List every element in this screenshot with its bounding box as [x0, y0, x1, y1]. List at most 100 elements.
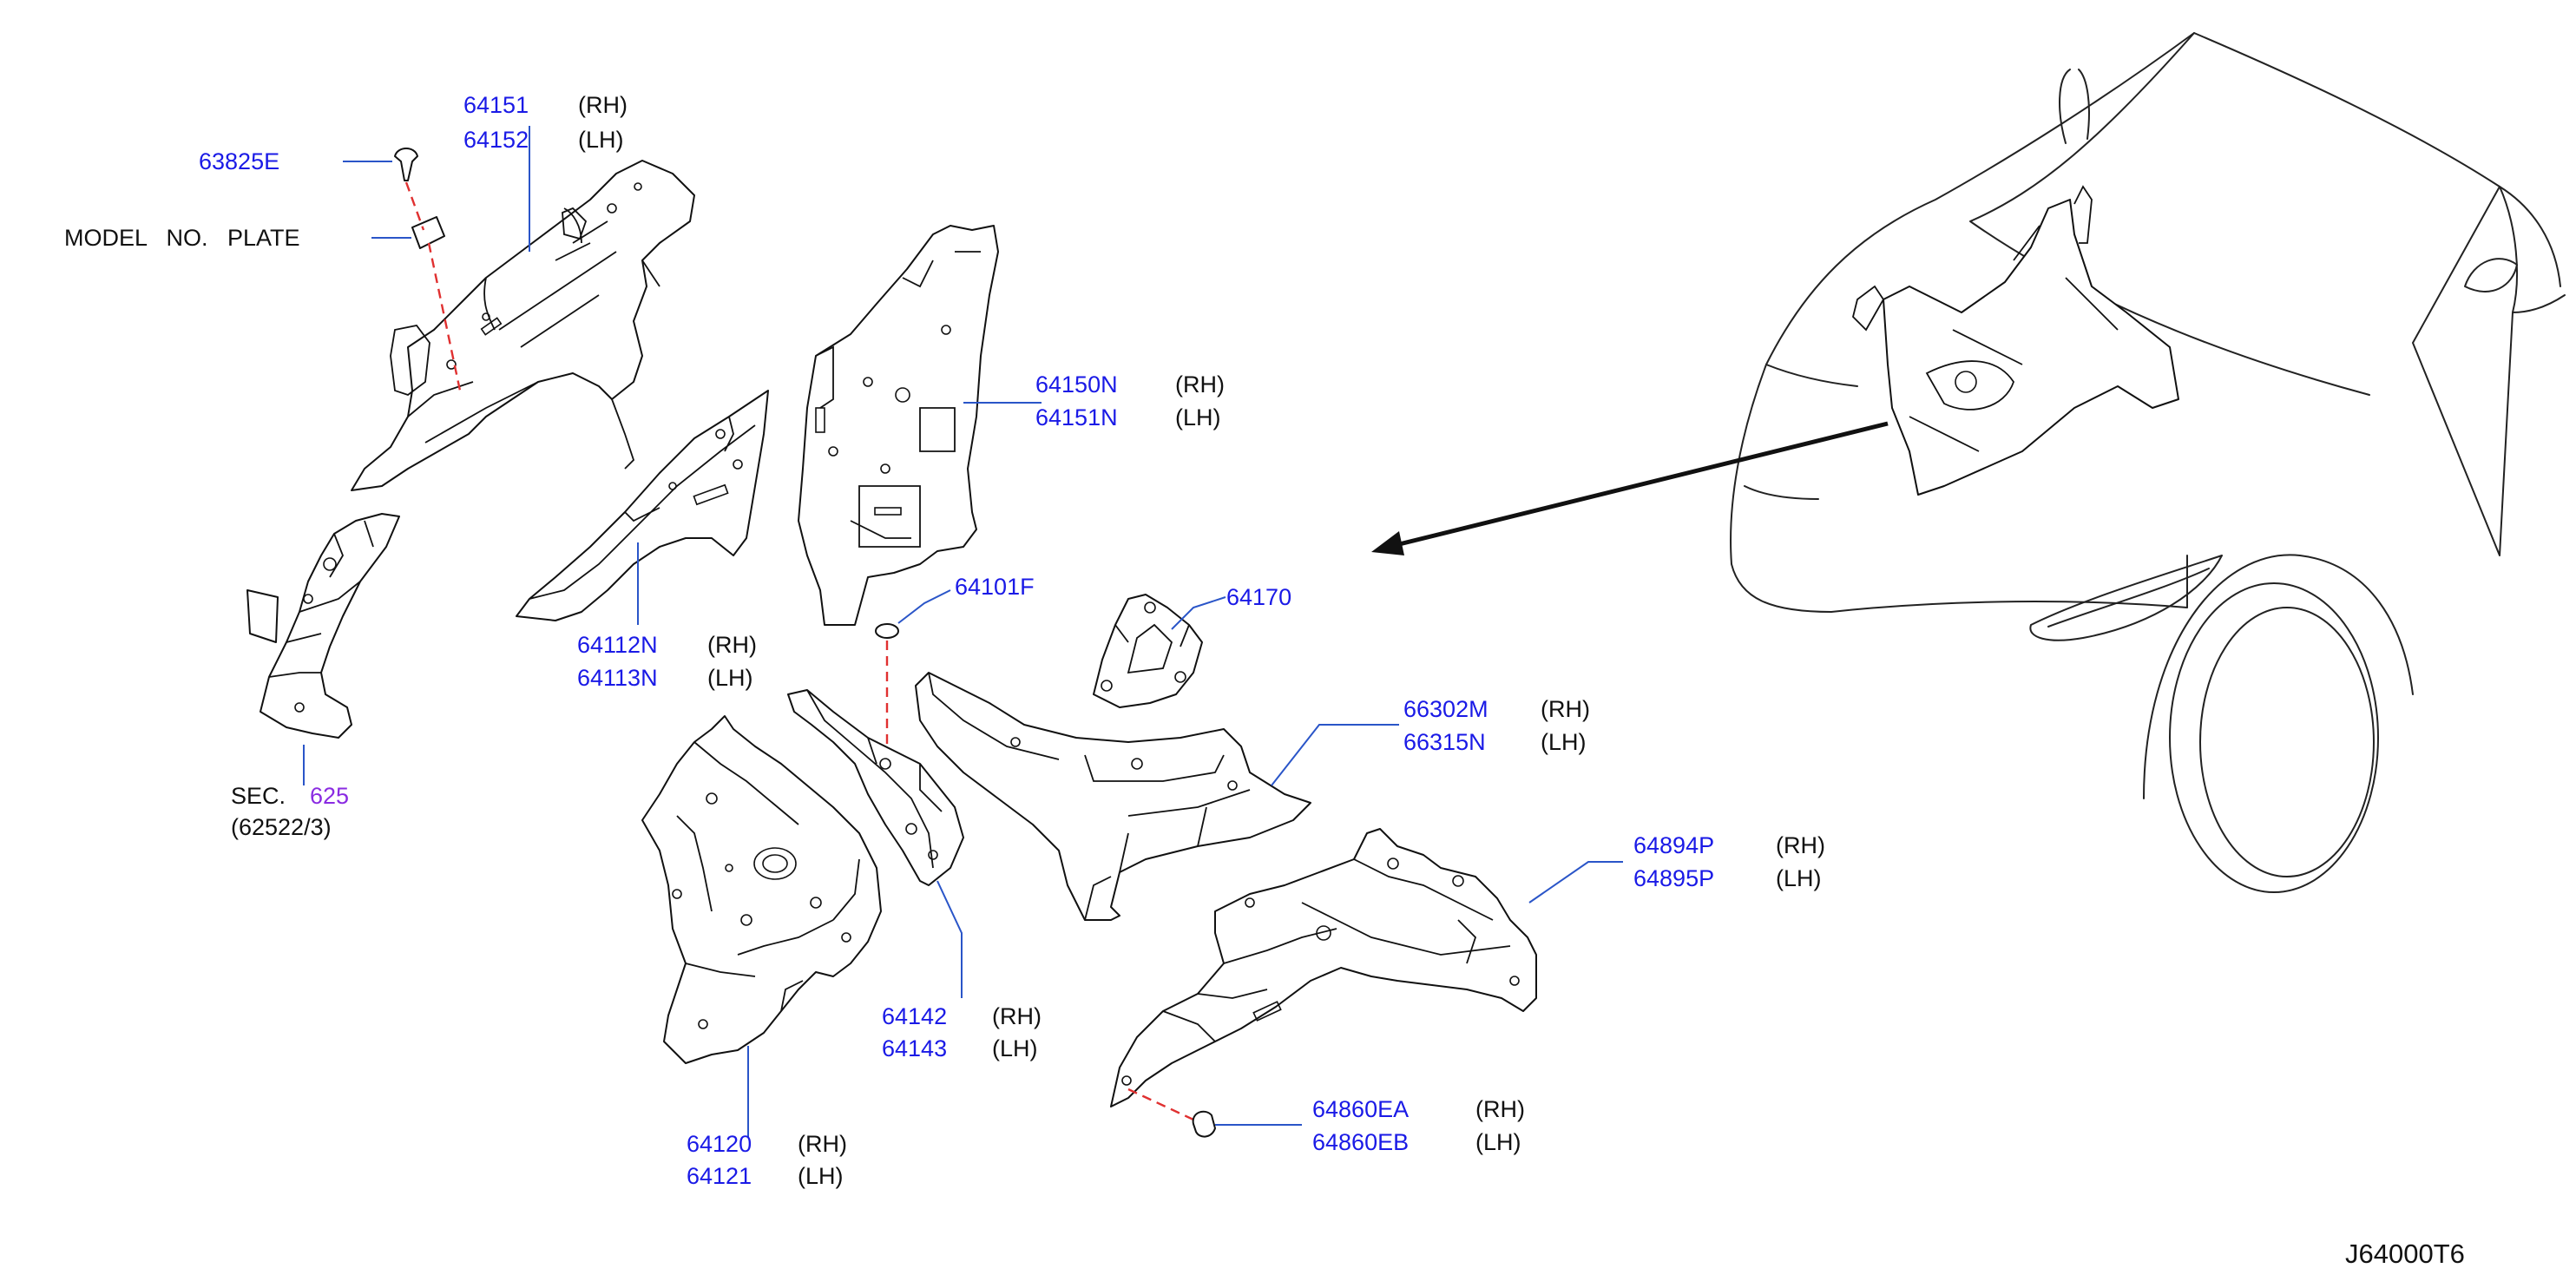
- pn-64860eb[interactable]: 64860EB: [1312, 1129, 1409, 1155]
- fender-line: [1744, 364, 1858, 500]
- side-member-ribs: [268, 520, 374, 678]
- hoodledge-upper-bracket: [390, 207, 588, 397]
- side-member-tab: [246, 589, 279, 643]
- part-hoodledge-upper[interactable]: [351, 160, 695, 491]
- sec-prefix: SEC.: [231, 783, 286, 809]
- side-vent-shape: [2029, 555, 2223, 641]
- pn-66315n[interactable]: 66315N: [1403, 729, 1486, 755]
- clip-64860-shape: [1192, 1110, 1216, 1138]
- hoodledge-upper-hole-1: [446, 359, 457, 370]
- location-arrow-shaft: [1388, 421, 1889, 549]
- pn-64152[interactable]: 64152: [463, 127, 529, 153]
- side-64151: (RH): [578, 92, 628, 118]
- leader-66302m: [1271, 724, 1399, 786]
- part-reinforcement-64142[interactable]: [787, 689, 964, 886]
- side-66315n: (LH): [1541, 729, 1587, 755]
- pn-64112n[interactable]: 64112N: [577, 632, 658, 658]
- vehicle-apron-detail: [1909, 225, 2119, 452]
- pn-64143[interactable]: 64143: [882, 1035, 947, 1061]
- wheelhouse-hole-1: [1316, 925, 1331, 941]
- dash-side-hole-2: [863, 377, 873, 387]
- antenna-line: [2059, 69, 2090, 144]
- model-no-plate-label: MODEL NO. PLATE: [64, 225, 300, 251]
- pn-64121[interactable]: 64121: [687, 1163, 752, 1189]
- part-cowl-extension[interactable]: [915, 672, 1311, 921]
- pn-64101f[interactable]: 64101F: [955, 574, 1035, 600]
- part-dash-side[interactable]: [798, 225, 999, 626]
- leader-64894p: [1528, 861, 1623, 904]
- part-strut-brace[interactable]: [516, 390, 769, 621]
- pn-63825e[interactable]: 63825E: [199, 148, 279, 174]
- strut-brace-hole-2: [733, 459, 743, 470]
- leader-64170: [1171, 596, 1226, 630]
- pn-64113n[interactable]: 64113N: [577, 665, 658, 691]
- diagram-code: J64000T6: [2345, 1239, 2465, 1269]
- reinforcement-hole-2: [905, 823, 917, 835]
- part-hoodledge-lower[interactable]: [641, 715, 882, 1064]
- strut-brace-hole-3: [668, 482, 677, 490]
- clip-to-plate-dash: [404, 181, 425, 231]
- pn-64142[interactable]: 64142: [882, 1003, 947, 1029]
- part-wheelhouse[interactable]: [1110, 828, 1537, 1107]
- pn-64860ea[interactable]: 64860EA: [1312, 1096, 1409, 1122]
- callout-labels: 64151 (RH) 64152 (LH) 63825E MODEL NO. P…: [64, 92, 2465, 1269]
- strut-brace-shape: [516, 390, 769, 621]
- side-64120: (RH): [798, 1131, 847, 1157]
- side-64143: (LH): [992, 1035, 1038, 1061]
- vehicle-apron-rim: [1852, 185, 2093, 332]
- dash-side-slot-2: [874, 507, 902, 516]
- leader-64101f: [897, 589, 951, 624]
- clip-63825e-shape: [394, 148, 418, 181]
- sec-625-link[interactable]: 625: [310, 783, 349, 809]
- side-64894p: (RH): [1776, 832, 1825, 858]
- cowl-extension-hole-3: [1227, 780, 1238, 791]
- wheel-arch: [2143, 554, 2414, 799]
- hoodledge-upper-shape: [351, 160, 695, 491]
- reinforcement-ribs: [806, 689, 943, 869]
- hoodledge-lower-shape: [641, 715, 882, 1064]
- pn-64170[interactable]: 64170: [1226, 584, 1291, 610]
- bracket-64170-hole-3: [1101, 680, 1113, 692]
- dash-side-hole-4: [880, 463, 890, 474]
- pn-64151[interactable]: 64151: [463, 92, 529, 118]
- wheelhouse-hole-6: [1509, 976, 1520, 986]
- part-grommet-64101f[interactable]: [875, 623, 899, 746]
- side-66302m: (RH): [1541, 696, 1590, 722]
- pn-64895p[interactable]: 64895P: [1633, 865, 1714, 891]
- leader-64142: [936, 880, 963, 998]
- model-plate-part[interactable]: [394, 148, 462, 391]
- plate-to-ledge-dash: [427, 242, 462, 391]
- strut-brace-slot-1: [693, 483, 729, 506]
- front-wheel-outer: [2169, 582, 2379, 893]
- vehicle-apron-highlight: [1883, 199, 2179, 496]
- part-side-member[interactable]: [246, 513, 400, 739]
- dash-side-ribs: [815, 251, 981, 548]
- pn-64150n[interactable]: 64150N: [1035, 371, 1118, 398]
- strut-brace-hole-1: [715, 429, 726, 439]
- wheelhouse-shape: [1110, 828, 1537, 1107]
- side-64150n: (RH): [1175, 371, 1225, 398]
- side-member-hole-2: [303, 594, 313, 604]
- hoodledge-lower-hole-7: [841, 932, 851, 943]
- wheelhouse-slot-1: [1252, 1001, 1282, 1022]
- pn-66302m[interactable]: 66302M: [1403, 696, 1488, 722]
- side-64152: (LH): [578, 127, 624, 153]
- pn-64120[interactable]: 64120: [687, 1131, 752, 1157]
- hoodledge-lower-hole-4: [698, 1019, 708, 1029]
- side-member-hole-1: [323, 557, 337, 571]
- pn-64151n[interactable]: 64151N: [1035, 404, 1118, 430]
- dash-side-hole-3: [941, 325, 951, 335]
- location-arrowhead: [1371, 531, 1404, 555]
- cowl-extension-hole-1: [1131, 758, 1143, 770]
- hoodledge-upper-hole-2: [607, 203, 617, 214]
- hoodledge-lower-hole-3: [810, 897, 822, 909]
- part-bracket-64170[interactable]: [1093, 594, 1203, 708]
- pn-64894p[interactable]: 64894P: [1633, 832, 1714, 858]
- side-64860ea: (RH): [1475, 1096, 1525, 1122]
- dash-side-hole-1: [895, 387, 910, 403]
- part-clip-64860[interactable]: [1127, 1088, 1216, 1138]
- grommet-shape: [875, 623, 899, 639]
- bracket-64170-inner: [1114, 623, 1190, 674]
- hoodledge-lower-big-hole-inner: [762, 854, 788, 873]
